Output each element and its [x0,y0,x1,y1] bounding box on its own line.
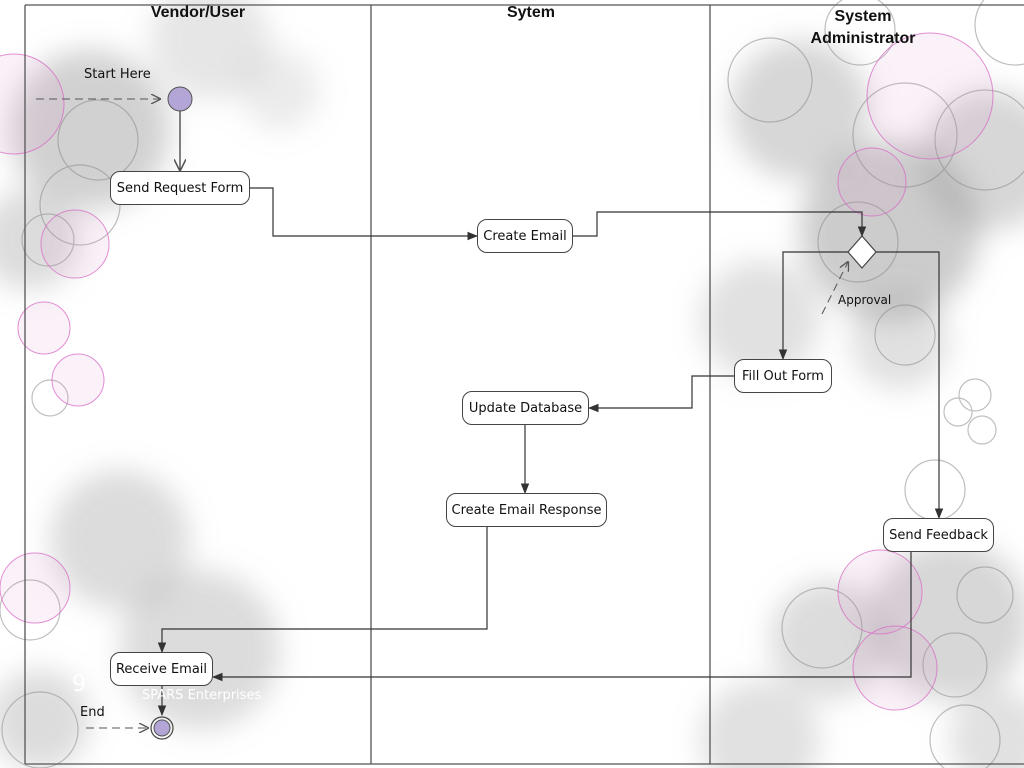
edge-email-response-to-receive-email [157,527,488,654]
flow-connectors [157,111,944,717]
swimlane-frame [24,4,1024,765]
node-update-database[interactable]: Update Database [462,391,589,425]
edge-fill-out-form-to-update-database [587,375,734,413]
lane-title-admin-line1: System [834,8,892,25]
start-label: Start Here [84,67,151,82]
node-create-email[interactable]: Create Email [477,219,573,253]
approval-pointer-line [821,262,848,315]
node-create-email-response[interactable]: Create Email Response [446,493,607,527]
node-send-request-form[interactable]: Send Request Form [110,171,250,205]
end-node[interactable] [150,716,174,740]
approval-label: Approval [838,293,892,307]
decision-diamond[interactable] [847,235,877,269]
end-label: End [80,705,105,720]
edge-decision-to-fill-out-form [778,251,848,361]
slide-footer: SPARS Enterprises [142,688,262,703]
lane-title-system: Sytem [506,4,556,21]
edge-decision-to-send-feedback [876,251,944,520]
edge-create-email-to-decision [573,211,867,238]
node-send-feedback[interactable]: Send Feedback [883,518,994,552]
slide-number: 9 [72,672,86,697]
lane-title-system-administrator: System Administrator [770,6,956,50]
node-receive-email[interactable]: Receive Email [110,652,213,686]
lane-title-vendor-user: Vendor/User [150,4,246,21]
lane-title-admin-line2: Administrator [810,30,916,47]
node-fill-out-form[interactable]: Fill Out Form [734,359,832,393]
start-node[interactable] [167,86,193,112]
edge-send-feedback-to-receive-email [211,551,912,682]
edge-send-request-to-create-email [250,187,479,241]
